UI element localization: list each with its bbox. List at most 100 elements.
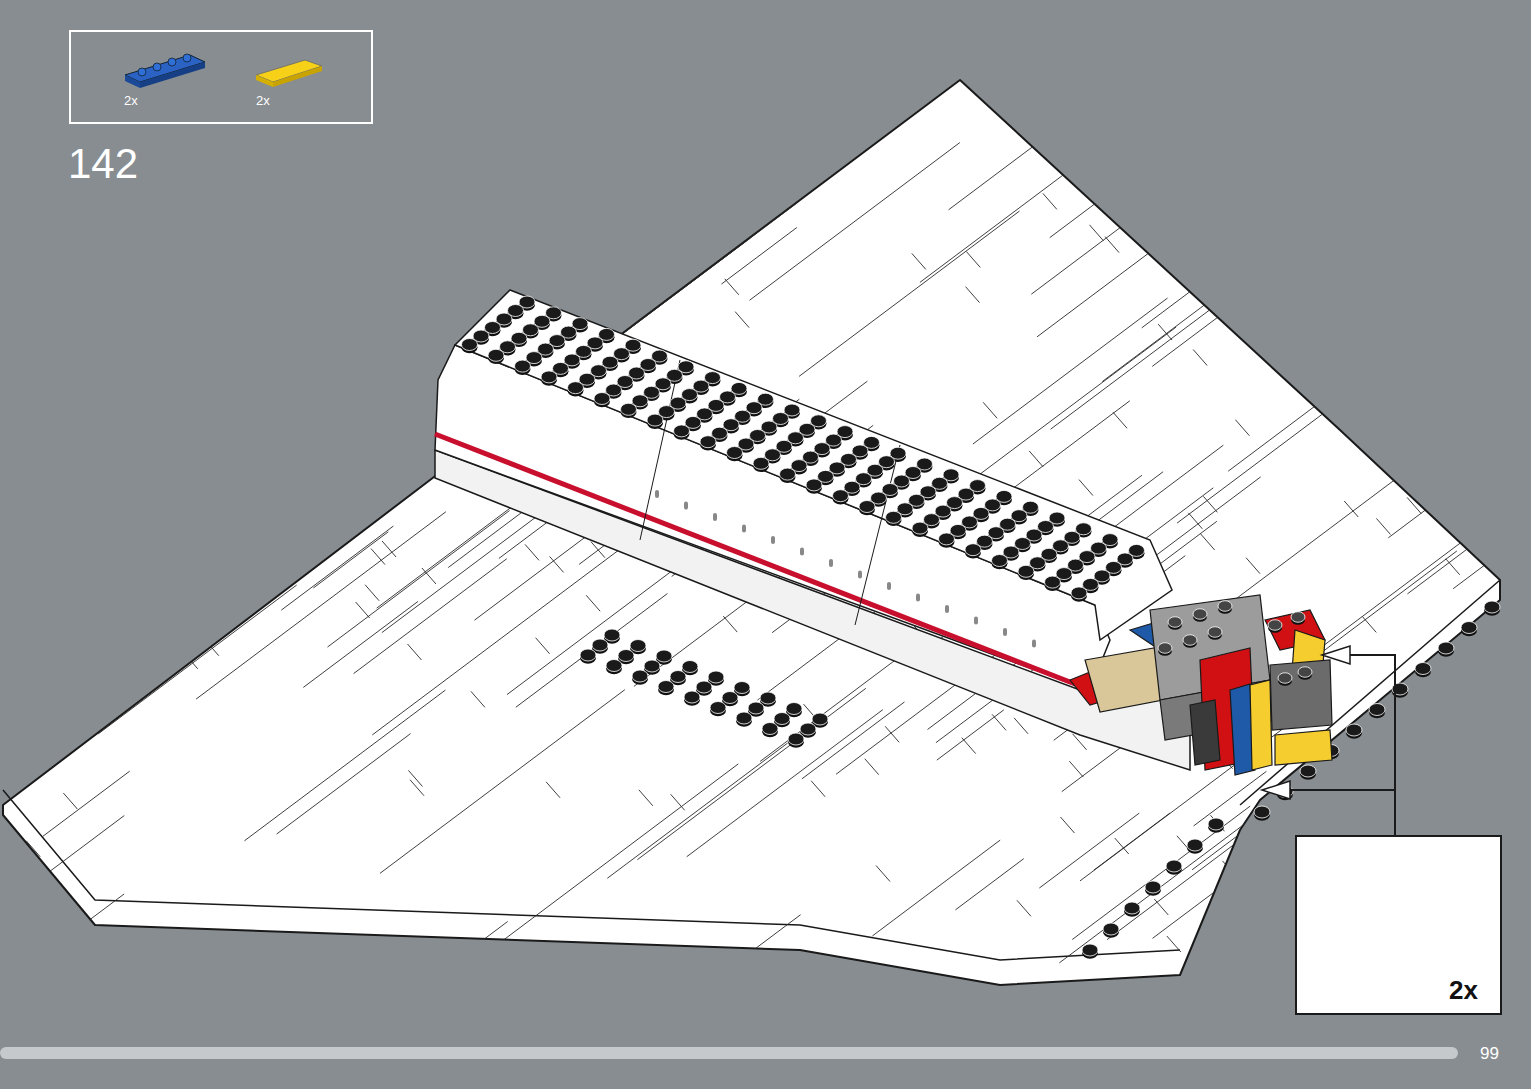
panel-line [248,353,371,445]
panel-line [639,790,653,806]
panel-line [1222,861,1236,877]
panel-line [1235,420,1249,436]
stud [568,382,584,394]
panel-line [35,425,268,600]
panel-line [1113,412,1127,428]
panel-line [983,402,997,418]
stud [1183,635,1197,646]
panel-line [303,601,418,687]
panel-line [26,841,40,857]
panel-line [443,959,457,975]
stud [859,501,875,513]
panel-line [1154,899,1168,915]
stud [674,425,690,437]
stud [1291,612,1305,623]
stud [1300,765,1316,777]
stud [1166,860,1182,872]
panel-line [1261,61,1389,157]
panel-line [637,688,865,859]
panel-line [277,734,411,834]
stud [684,691,700,703]
panel-line [1263,865,1277,881]
seam [855,445,900,625]
leader-arrow [1262,781,1290,799]
window [800,548,804,556]
leader-arrow [1322,646,1350,664]
panel-line [1069,761,1083,777]
leader-line [1325,655,1395,835]
panel-line [735,312,749,328]
panel-line [1386,613,1531,780]
stud [515,360,531,372]
panel-line [1407,497,1421,513]
stud [1346,724,1362,736]
panel-line [1124,66,1248,159]
stud [806,479,822,491]
panel-line [966,287,980,303]
stud [760,692,776,704]
panel-line [607,743,787,878]
panel-line [687,710,883,857]
brick-studs [1158,601,1312,686]
panel-line [1341,62,1507,186]
stud [965,544,981,556]
panel-line [1320,231,1334,247]
panel-line [1153,879,1232,938]
panel-line [1377,111,1531,260]
panel-line [1404,186,1418,202]
panel-line [334,100,348,116]
panel-line [721,915,801,975]
panel-line [1106,199,1120,215]
panel-line [356,602,370,618]
panel-line [272,226,286,242]
stud [700,436,716,448]
panel-line [670,78,872,229]
panel-line [436,922,508,976]
panel-line [1482,350,1531,474]
panel-line [354,559,507,674]
stud [1018,565,1034,577]
panel-lines [0,0,1531,975]
panel-line [79,590,228,701]
panel-line [313,532,388,588]
panel-line [1105,237,1119,253]
stud [644,660,660,672]
panel-line [1418,80,1432,96]
stud [630,640,646,652]
panel-line [14,429,275,625]
stud [1369,704,1385,716]
panel-line [1201,534,1215,550]
panel-line [1453,435,1531,589]
panel-line [1483,637,1497,653]
panel-line [1050,171,1138,237]
stud [748,702,764,714]
stud [736,712,752,724]
panel-line [1218,447,1438,612]
panel-line [1246,558,1260,574]
stud [788,733,804,745]
stud [604,629,620,641]
window [1032,640,1036,648]
panel-line [1043,193,1057,209]
stud [656,650,672,662]
panel-line [872,840,1000,936]
panel-line [750,143,960,301]
panel-line [217,194,231,210]
panel-line [137,540,285,651]
panel-line [1401,52,1415,68]
step-number: 142 [68,143,138,185]
panel-line [1384,740,1474,807]
stud [1208,818,1224,830]
panel-line [885,726,899,742]
stud [670,671,686,683]
window [1003,628,1007,636]
panel-line [1407,449,1531,594]
coloured-bricks [1070,595,1332,775]
wing-studs [580,629,828,748]
stud [1438,642,1454,654]
stud [488,349,504,361]
stud [696,681,712,693]
panel-line [1029,451,1043,467]
panel-line [546,782,560,798]
